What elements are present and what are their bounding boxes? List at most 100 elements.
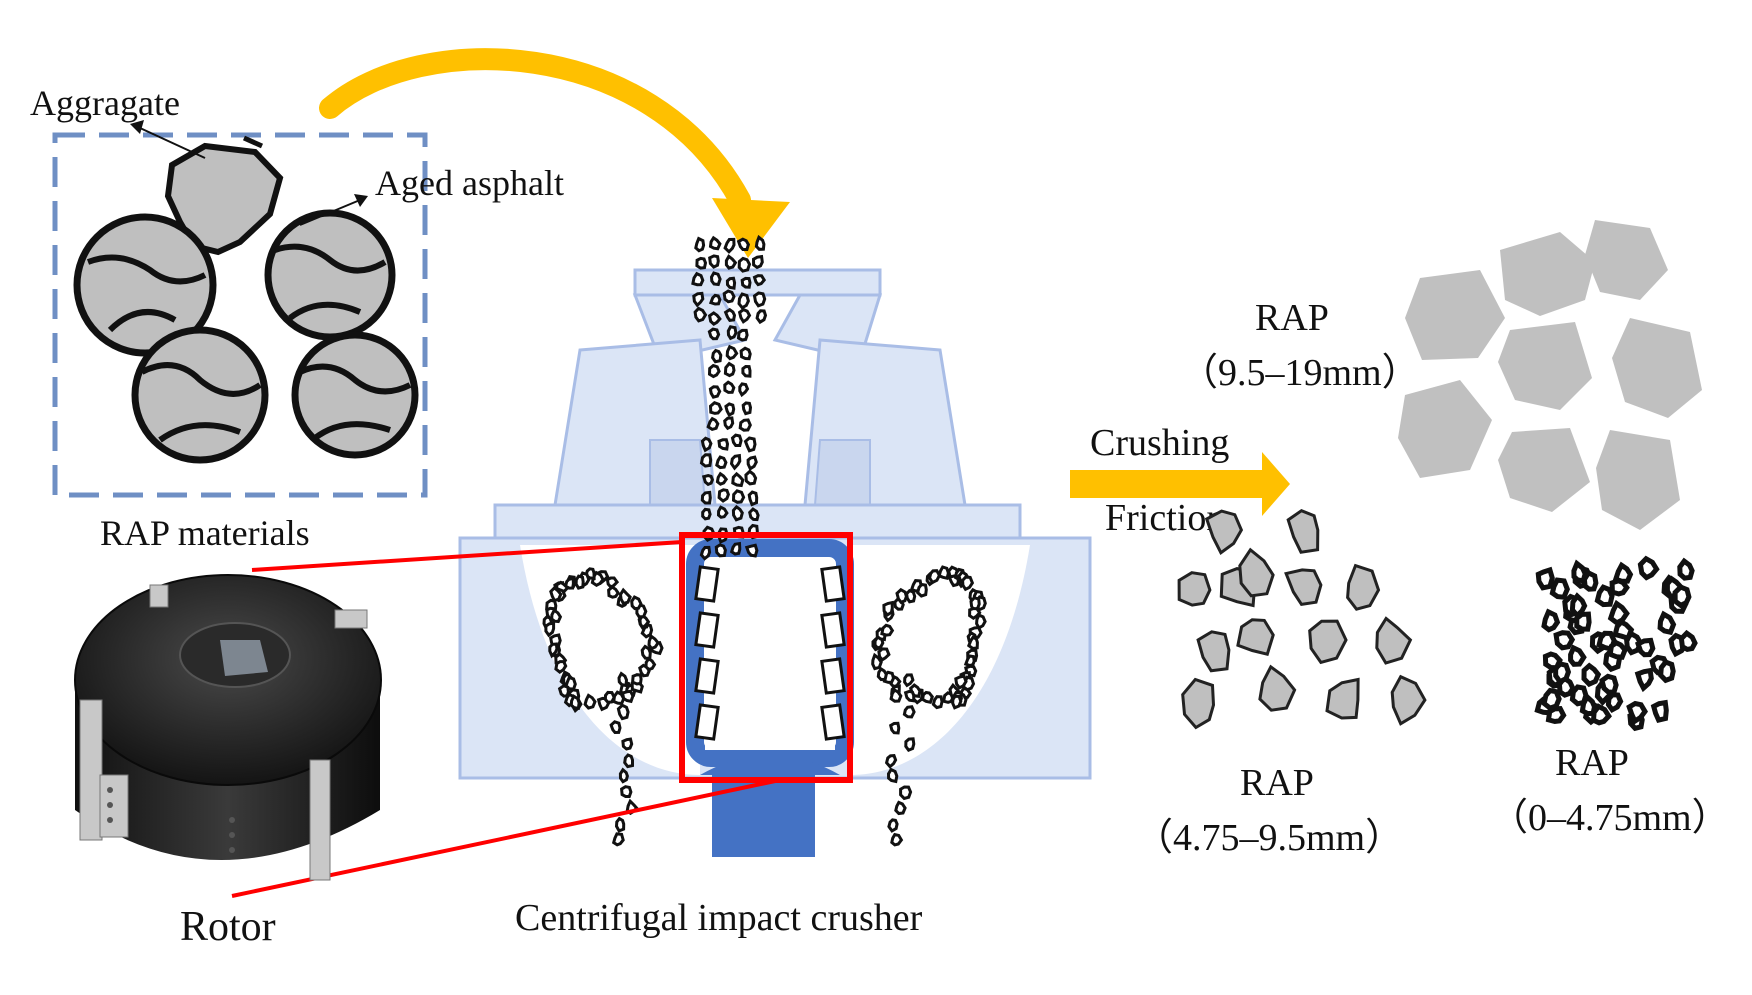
discharge-particle (544, 621, 556, 638)
feed-particle (711, 348, 723, 364)
discharge-particle (620, 785, 633, 798)
discharge-particle (611, 832, 625, 847)
feed-particle (723, 380, 736, 394)
feed-particle (708, 293, 722, 306)
coated-particle-4 (291, 331, 419, 459)
discharge-particle (905, 588, 917, 604)
feed-particle (723, 361, 736, 378)
feed-particle (731, 489, 746, 504)
feed-particle (707, 363, 721, 379)
discharge-particle (903, 673, 915, 688)
feed-particle (729, 541, 742, 556)
fine-particle (1678, 629, 1698, 653)
discharge-particle (631, 673, 643, 686)
fine-particle (1541, 687, 1562, 711)
medium-particle (1181, 677, 1216, 730)
feed-particle (706, 416, 720, 432)
discharge-particle (927, 569, 942, 585)
discharge-particle (623, 753, 634, 769)
medium-particle (1346, 563, 1381, 611)
discharge-particle (640, 644, 652, 660)
feed-particle (751, 254, 764, 270)
discharge-particle (931, 695, 944, 710)
rotor-label: Rotor (180, 904, 276, 950)
medium-particles (1177, 509, 1427, 730)
medium-particle (1286, 509, 1320, 554)
aggregate-particle (164, 142, 284, 256)
friction-label: Friction (1105, 497, 1225, 539)
fine-particle (1599, 673, 1619, 695)
discharge-particle (617, 671, 629, 688)
feed-particle (717, 488, 730, 503)
feed-particle (738, 418, 752, 432)
feed-particle (691, 271, 705, 287)
feed-particle (692, 291, 705, 308)
discharge-particle (884, 754, 898, 769)
medium-rap-name: RAP (1240, 762, 1314, 804)
coarse-rap-range: （9.5–19mm） (1180, 352, 1420, 394)
discharge-particle (630, 595, 643, 611)
discharge-particle (583, 693, 597, 710)
fine-rap-range: （0–4.75mm） (1490, 797, 1730, 839)
rap-dashed-box (52, 132, 428, 498)
medium-particle (1325, 677, 1360, 720)
coated-particle-3 (131, 326, 269, 464)
fine-particle (1677, 557, 1695, 581)
feed-particle (737, 256, 752, 273)
fine-particle (1549, 577, 1570, 600)
discharge-particle (609, 720, 622, 735)
feed-particle (741, 401, 753, 416)
feed-particle (724, 402, 736, 418)
discharge-particle (548, 642, 559, 659)
discharge-particle (620, 689, 635, 704)
particle-streams (542, 234, 987, 847)
feed-particle (717, 438, 730, 451)
fine-particle (1574, 611, 1592, 632)
medium-particle (1177, 571, 1212, 607)
coated-particle-2 (264, 209, 396, 341)
feed-particle (700, 490, 712, 505)
fine-particle (1634, 637, 1656, 658)
coarse-rap-name: RAP (1255, 297, 1329, 339)
feed-particle (748, 507, 760, 522)
feed-particle (739, 346, 752, 361)
discharge-particle (563, 576, 575, 590)
feed-arrow-head (712, 198, 790, 258)
discharge-particle (888, 721, 901, 735)
feed-particle (724, 254, 738, 270)
feed-particle (731, 504, 744, 522)
crusher-label: Centrifugal impact crusher (515, 897, 923, 939)
feed-particle (708, 235, 722, 251)
discharge-particle (644, 656, 657, 672)
fine-particle (1607, 599, 1630, 626)
discharge-particle (647, 633, 660, 651)
feed-particle (747, 490, 759, 507)
fine-particle (1541, 608, 1561, 633)
feed-particle (731, 471, 745, 488)
discharge-particle (951, 694, 963, 710)
feed-particle (726, 325, 738, 341)
discharge-particle (549, 585, 563, 603)
feed-particle (707, 311, 722, 326)
feed-particle (740, 276, 752, 289)
fine-particle (1658, 659, 1676, 684)
discharge-particle (886, 767, 899, 784)
fine-rap-name: RAP (1555, 742, 1629, 784)
discharge-particle (557, 684, 570, 698)
medium-particle (1284, 568, 1323, 607)
fine-particle (1672, 584, 1692, 609)
aged-asphalt-pointer (299, 199, 361, 226)
medium-particle (1258, 664, 1297, 712)
feed-particle (709, 271, 722, 287)
fine-particle (1569, 592, 1588, 620)
discharge-particle (618, 767, 629, 784)
feed-particle (723, 307, 737, 323)
medium-particle (1236, 618, 1275, 656)
feed-particle (699, 545, 712, 561)
discharge-particle (876, 666, 888, 682)
fine-particle (1612, 618, 1635, 642)
discharge-particle (937, 565, 950, 580)
fine-particles (1534, 555, 1698, 732)
